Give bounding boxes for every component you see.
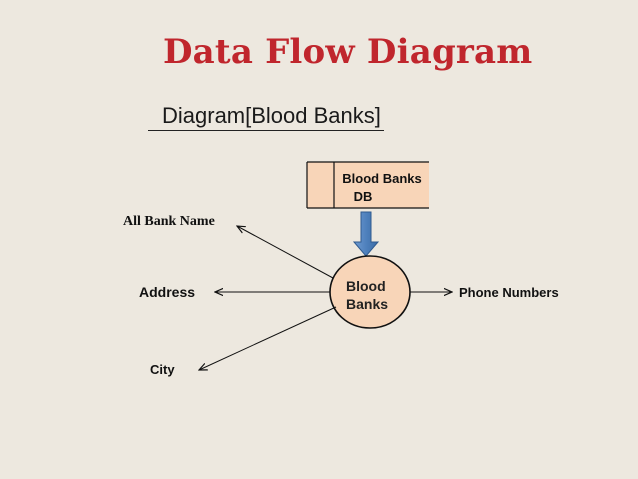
output-label-address: Address	[139, 284, 196, 300]
datastore-label-line2: DB	[353, 189, 373, 204]
output-label-all-bank-name: All Bank Name	[123, 214, 215, 229]
output-label-city: City	[150, 362, 175, 377]
flow-arrow-city	[199, 306, 337, 370]
subtitle-underline	[148, 130, 384, 131]
datastore-blood-banks-db	[306, 161, 429, 209]
process-label-line1: Blood	[346, 278, 386, 294]
slide-subtitle: Diagram[Blood Banks]	[162, 103, 381, 128]
process-label-line2: Banks	[346, 296, 389, 312]
slide-title: Data Flow Diagram	[163, 32, 533, 72]
flow-arrow-all-bank-name	[237, 226, 334, 279]
datastore-label-line1: Blood Banks	[342, 171, 422, 186]
datastore-to-process-arrow	[352, 211, 380, 257]
output-label-phone-numbers: Phone Numbers	[459, 285, 559, 300]
datastore-fill	[307, 162, 429, 208]
